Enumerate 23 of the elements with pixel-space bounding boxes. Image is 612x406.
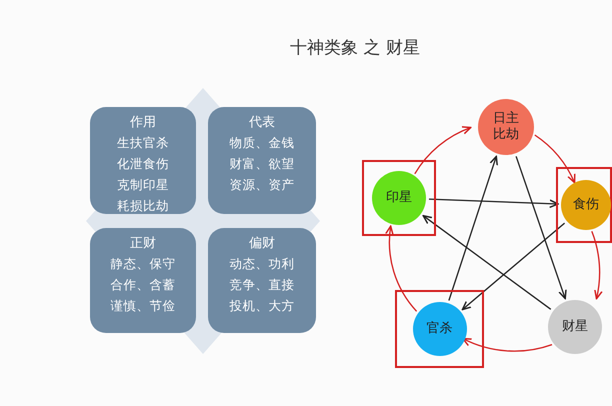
text-card: 正财 静态、保守 合作、含蓄 谨慎、节俭 xyxy=(90,228,196,333)
element-circle: 日主比劫 xyxy=(478,99,534,155)
title: 十神类象 之 财星 xyxy=(289,37,421,59)
arrow xyxy=(414,126,472,174)
element-circle: 印星 xyxy=(372,171,426,225)
arrow xyxy=(515,156,567,300)
arrow xyxy=(534,134,576,184)
text-card: 偏财 动态、功利 竞争、直接 投机、大方 xyxy=(208,228,316,333)
highlight-frame xyxy=(395,290,484,368)
text-card: 代表 物质、金钱 财富、欲望 资源、资产 xyxy=(208,107,316,214)
arrow xyxy=(462,222,566,310)
text-card: 作用 生扶官杀 化泄食伤 克制印星 耗损比劫 xyxy=(90,107,196,214)
arrow xyxy=(591,231,602,300)
arrow xyxy=(422,214,552,310)
arrow xyxy=(428,198,559,208)
element-circle: 财星 xyxy=(548,300,602,354)
element-circle: 食伤 xyxy=(561,180,611,230)
highlight-frame xyxy=(362,160,436,236)
element-circle: 官杀 xyxy=(412,302,466,356)
arrow xyxy=(448,156,498,301)
arrow xyxy=(462,338,552,352)
arrow xyxy=(386,225,418,312)
highlight-frame xyxy=(556,167,612,243)
